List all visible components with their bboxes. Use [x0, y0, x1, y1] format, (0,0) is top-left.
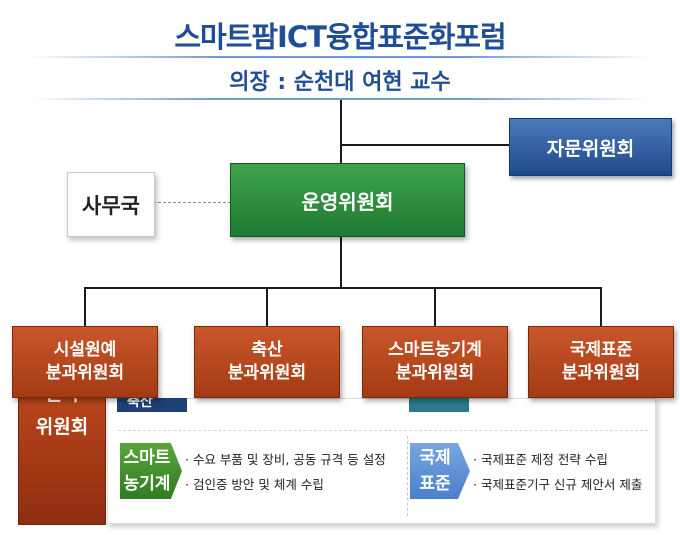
- subcommittee-name: 시설원예: [53, 340, 117, 360]
- subcommittee-suffix: 분과위원회: [45, 363, 125, 383]
- livestock-chip-label: 축산: [127, 398, 153, 410]
- machinery-chip-line2: 농기계: [123, 474, 171, 494]
- machinery-bullets: · 수요 부품 및 장비, 공동 규격 등 설정 · 검인증 방안 및 체계 수…: [185, 447, 405, 497]
- chair-label: 의장 : 순천대 여현 교수: [229, 70, 451, 95]
- subcommittee-name: 축산: [251, 340, 283, 360]
- title-divider: [30, 56, 650, 58]
- subcommittee-suffix: 분과위원회: [395, 363, 475, 383]
- strategy-committee-bar: 전략 위원회: [18, 390, 106, 525]
- intl-chip-line2: 표준: [419, 474, 451, 494]
- connector-main-top: [340, 100, 342, 164]
- connector-main-bottom: [340, 235, 342, 288]
- secretariat-label: 사무국: [82, 193, 140, 218]
- connector-secretariat: [153, 202, 231, 203]
- secretariat-box: 사무국: [67, 172, 155, 237]
- machinery-chip: 스마트 농기계: [120, 443, 182, 499]
- connector-drop-3: [434, 287, 436, 327]
- intl-chip-line1: 국제: [419, 448, 451, 468]
- connector-advisory: [341, 144, 510, 146]
- teal-chip-partial: [409, 398, 469, 412]
- connector-drop-4: [600, 287, 602, 327]
- machinery-item-2: · 검인증 방안 및 체계 수립: [185, 477, 324, 492]
- connector-drop-1: [84, 287, 86, 327]
- subcommittee-intl-standard: 국제표준 분과위원회: [528, 326, 674, 398]
- intl-item-1: · 국제표준 제정 전략 수립: [473, 452, 608, 467]
- panel-divider: [407, 436, 409, 516]
- subcommittee-name: 스마트농기계: [388, 340, 482, 360]
- machinery-chip-line1: 스마트: [123, 448, 171, 468]
- advisory-committee-box: 자문위원회: [509, 118, 672, 176]
- subtitle-divider: [30, 98, 650, 100]
- livestock-chip-partial: 축산: [117, 398, 187, 412]
- chart-title: 스마트팜ICT융합표준화포럼: [174, 20, 506, 54]
- intl-chip: 국제 표준: [410, 443, 470, 499]
- subcommittee-name: 국제표준: [569, 340, 633, 360]
- steering-committee-label: 운영위원회: [301, 189, 394, 214]
- intl-item-2: · 국제표준기구 신규 제안서 제출: [473, 477, 643, 492]
- detail-panel: [107, 398, 656, 524]
- connector-horizontal-bus: [84, 287, 601, 289]
- advisory-committee-label: 자문위원회: [546, 137, 635, 160]
- connector-drop-2: [266, 287, 268, 327]
- subcommittee-suffix: 분과위원회: [227, 363, 307, 383]
- subcommittee-suffix: 분과위원회: [561, 363, 641, 383]
- intl-bullets: · 국제표준 제정 전략 수립 · 국제표준기구 신규 제안서 제출: [473, 447, 653, 497]
- subcommittee-smart-machinery: 스마트농기계 분과위원회: [362, 326, 508, 398]
- machinery-item-1: · 수요 부품 및 장비, 공동 규격 등 설정: [185, 452, 386, 467]
- steering-committee-box: 운영위원회: [230, 163, 465, 237]
- panel-row-divider: [118, 430, 648, 432]
- strategy-label: 위원회: [35, 416, 89, 438]
- subcommittee-horticulture: 시설원예 분과위원회: [12, 326, 158, 398]
- subcommittee-livestock: 축산 분과위원회: [194, 326, 340, 398]
